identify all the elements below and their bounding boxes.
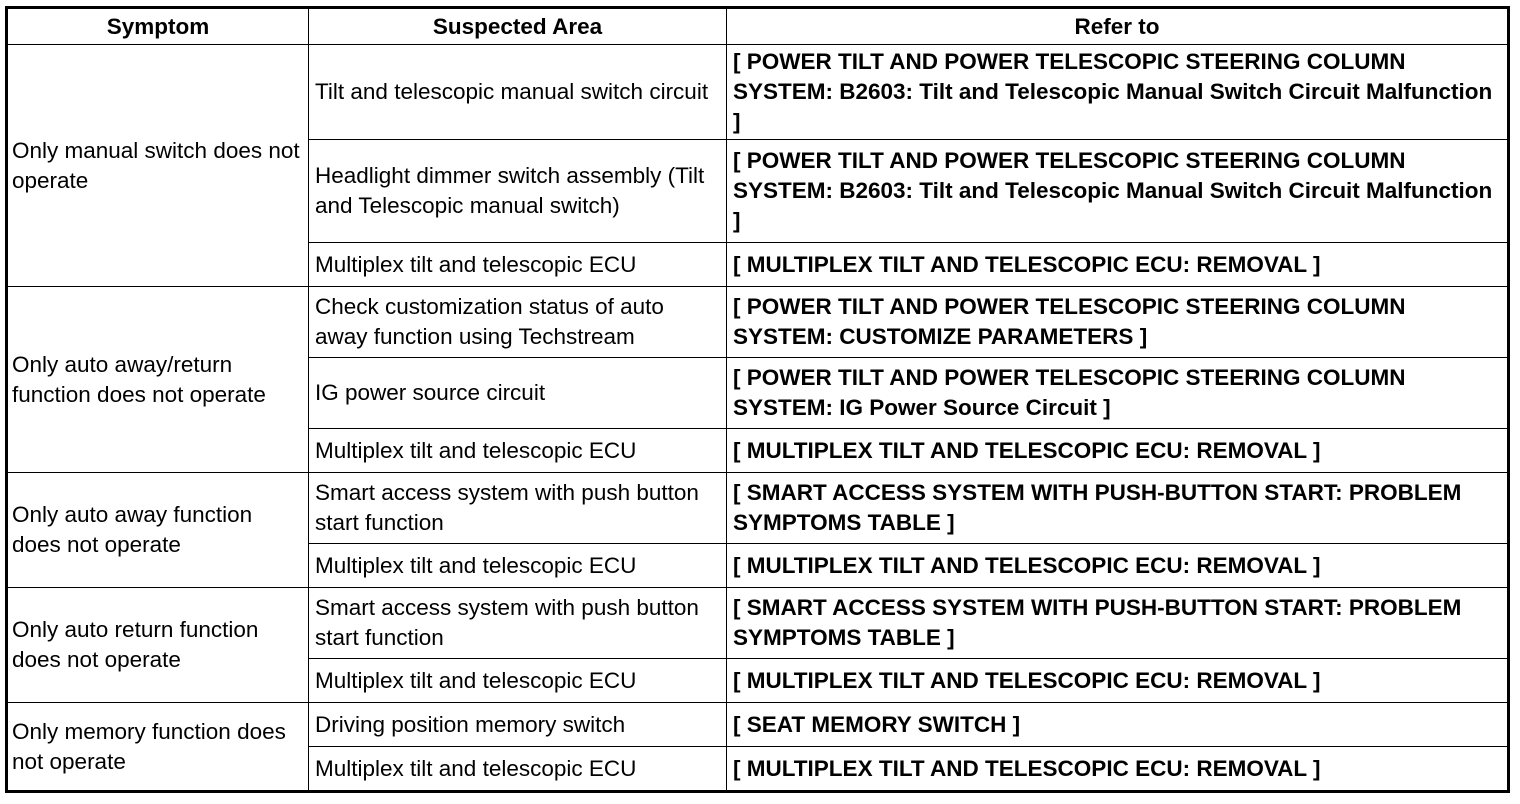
symptom-cell: Only auto return function does not opera… — [6, 587, 309, 703]
refer-link[interactable]: [ MULTIPLEX TILT AND TELESCOPIC ECU: REM… — [726, 428, 1509, 473]
suspected-area-cell: Tilt and telescopic manual switch circui… — [308, 44, 727, 140]
suspected-area-cell: Smart access system with push button sta… — [308, 587, 727, 659]
refer-link[interactable]: [ SEAT MEMORY SWITCH ] — [726, 702, 1509, 747]
header-suspected-area: Suspected Area — [308, 7, 727, 45]
symptom-cell: Only manual switch does not operate — [6, 44, 309, 287]
table-row: Multiplex tilt and telescopic ECU [ MULT… — [7, 242, 1509, 287]
table-row: Multiplex tilt and telescopic ECU [ MULT… — [7, 746, 1509, 792]
suspected-area-cell: Smart access system with push button sta… — [308, 472, 727, 544]
suspected-area-cell: IG power source circuit — [308, 357, 727, 429]
symptom-cell: Only auto away/return function does not … — [6, 286, 309, 473]
refer-link[interactable]: [ SMART ACCESS SYSTEM WITH PUSH-BUTTON S… — [726, 472, 1509, 544]
suspected-area-cell: Multiplex tilt and telescopic ECU — [308, 658, 727, 703]
refer-link[interactable]: [ MULTIPLEX TILT AND TELESCOPIC ECU: REM… — [726, 543, 1509, 588]
header-symptom: Symptom — [6, 7, 309, 45]
refer-link[interactable]: [ POWER TILT AND POWER TELESCOPIC STEERI… — [726, 357, 1509, 429]
table-row: Only auto return function does not opera… — [6, 587, 1509, 703]
refer-link[interactable]: [ SMART ACCESS SYSTEM WITH PUSH-BUTTON S… — [726, 587, 1509, 659]
suspected-area-cell: Multiplex tilt and telescopic ECU — [308, 746, 727, 792]
suspected-area-cell: Headlight dimmer switch assembly (Tilt a… — [308, 139, 727, 243]
refer-link[interactable]: [ MULTIPLEX TILT AND TELESCOPIC ECU: REM… — [726, 746, 1509, 792]
header-refer-to: Refer to — [726, 7, 1509, 45]
refer-link[interactable]: [ MULTIPLEX TILT AND TELESCOPIC ECU: REM… — [726, 242, 1509, 287]
problem-symptoms-table: Symptom Suspected Area Refer to Only man… — [5, 6, 1510, 793]
table-row: Multiplex tilt and telescopic ECU [ MULT… — [7, 428, 1509, 473]
table-row: Only manual switch does not operate Tilt… — [6, 44, 1509, 287]
table-row: Multiplex tilt and telescopic ECU [ MULT… — [7, 543, 1509, 588]
suspected-area-cell: Multiplex tilt and telescopic ECU — [308, 428, 727, 473]
table-row: Only auto away/return function does not … — [6, 286, 1509, 473]
symptom-cell: Only auto away function does not operate — [6, 472, 309, 588]
suspected-area-cell: Multiplex tilt and telescopic ECU — [308, 543, 727, 588]
refer-link[interactable]: [ POWER TILT AND POWER TELESCOPIC STEERI… — [726, 139, 1509, 243]
symptom-cell: Only memory function does not operate — [6, 702, 309, 792]
table-row: IG power source circuit [ POWER TILT AND… — [7, 357, 1509, 429]
refer-link[interactable]: [ MULTIPLEX TILT AND TELESCOPIC ECU: REM… — [726, 658, 1509, 703]
refer-link[interactable]: [ POWER TILT AND POWER TELESCOPIC STEERI… — [726, 44, 1509, 140]
suspected-area-cell: Multiplex tilt and telescopic ECU — [308, 242, 727, 287]
table-row: Only memory function does not operate Dr… — [6, 702, 1509, 792]
table-header-row: Symptom Suspected Area Refer to — [6, 7, 1509, 45]
suspected-area-cell: Check customization status of auto away … — [308, 286, 727, 358]
refer-link[interactable]: [ POWER TILT AND POWER TELESCOPIC STEERI… — [726, 286, 1509, 358]
suspected-area-cell: Driving position memory switch — [308, 702, 727, 747]
table-row: Only auto away function does not operate… — [6, 472, 1509, 588]
